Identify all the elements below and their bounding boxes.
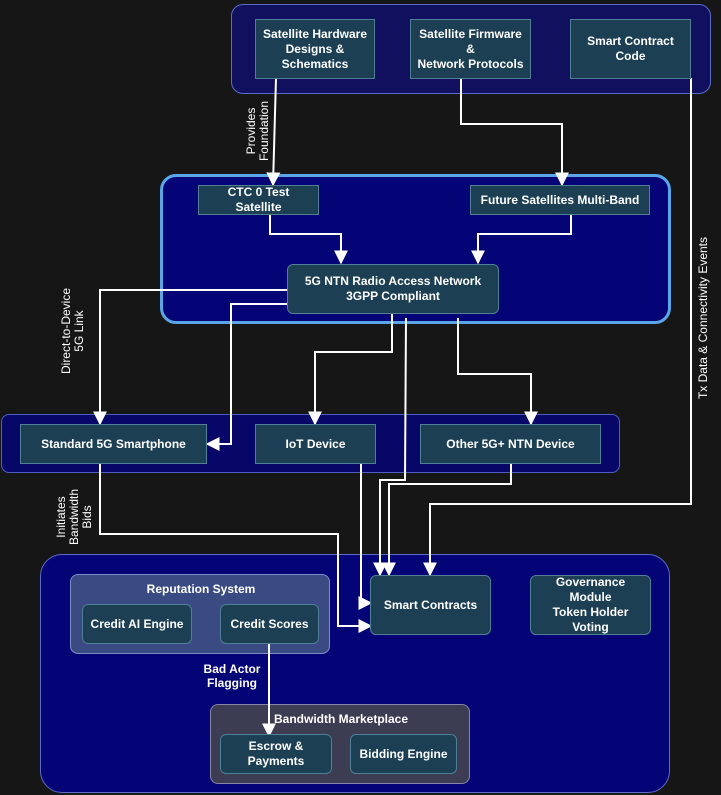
node-escrow-payments[interactable]: Escrow & Payments [220,734,332,774]
node-ctc0-test-satellite[interactable]: CTC 0 Test Satellite [198,185,319,215]
edge-label-tx-data: Tx Data & Connectivity Events [696,236,710,400]
node-satellite-firmware[interactable]: Satellite Firmware & Network Protocols [410,19,531,79]
edge-firmware-to-future [460,78,569,187]
node-credit-scores[interactable]: Credit Scores [220,604,319,644]
node-satellite-hardware[interactable]: Satellite Hardware Designs & Schematics [255,19,375,79]
node-smart-contract-code[interactable]: Smart Contract Code [570,19,691,79]
bandwidth-marketplace-title: Bandwidth Marketplace [273,712,409,726]
node-smart-contracts[interactable]: Smart Contracts [370,575,491,635]
reputation-system-title: Reputation System [146,582,256,596]
node-governance-module[interactable]: Governance Module Token Holder Voting [530,575,651,635]
node-other-ntn-device[interactable]: Other 5G+ NTN Device [420,424,601,464]
edge-code-to-contracts [423,78,692,577]
edge-ran-to-ntn [457,318,538,426]
edge-label-initiates-bids: Initiates Bandwidth Bids [54,488,94,546]
node-future-satellites[interactable]: Future Satellites Multi-Band [470,185,650,215]
node-iot-device[interactable]: IoT Device [255,424,376,464]
node-5g-ntn-ran[interactable]: 5G NTN Radio Access Network 3GPP Complia… [287,264,499,314]
node-credit-ai-engine[interactable]: Credit AI Engine [82,604,192,644]
node-bidding-engine[interactable]: Bidding Engine [350,734,457,774]
edge-label-provides-foundation: Provides Foundation [244,100,271,162]
edge-label-bad-actor-flagging: Bad Actor Flagging [203,662,261,690]
node-standard-5g-smartphone[interactable]: Standard 5G Smartphone [20,424,207,464]
edge-ran-to-iot [308,314,393,426]
edge-label-direct-to-device: Direct-to-Device 5G Link [59,288,86,375]
